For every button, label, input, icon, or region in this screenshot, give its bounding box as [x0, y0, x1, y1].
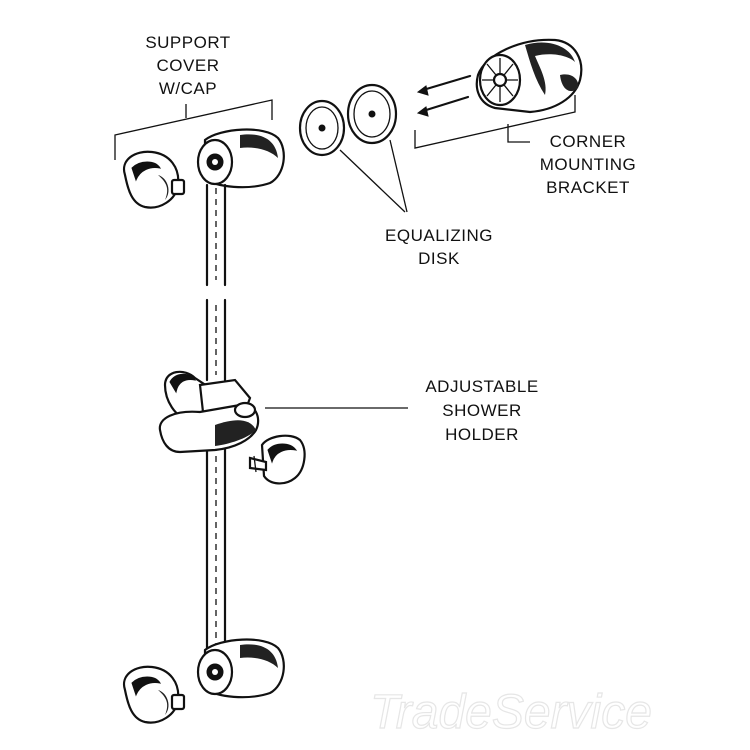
svg-text:ADJUSTABLE: ADJUSTABLE	[425, 377, 538, 396]
holder-clip	[248, 434, 306, 485]
label-equalizing-disk: EQUALIZING DISK	[385, 226, 493, 268]
svg-text:SUPPORT: SUPPORT	[145, 33, 230, 52]
corner-mounting-bracket	[475, 38, 583, 114]
svg-text:COVER: COVER	[157, 56, 220, 75]
svg-text:W/CAP: W/CAP	[159, 79, 217, 98]
svg-text:EQUALIZING: EQUALIZING	[385, 226, 493, 245]
top-support-cap	[122, 150, 186, 209]
support-cover-callout	[114, 99, 273, 160]
label-support-cover: SUPPORT COVER W/CAP	[145, 33, 230, 98]
equalizing-disk-callout	[339, 139, 408, 213]
svg-text:MOUNTING: MOUNTING	[540, 155, 637, 174]
svg-text:HOLDER: HOLDER	[445, 425, 519, 444]
top-support-mount	[196, 128, 285, 189]
svg-text:CORNER: CORNER	[550, 132, 627, 151]
bottom-support-mount	[196, 638, 285, 699]
mounting-screws	[416, 74, 472, 117]
adjustable-shower-holder	[158, 370, 260, 454]
equalizing-disk-2	[346, 83, 398, 145]
svg-text:BRACKET: BRACKET	[546, 178, 630, 197]
svg-text:SHOWER: SHOWER	[442, 401, 522, 420]
equalizing-disk-1	[298, 99, 346, 157]
label-corner-mounting-bracket: CORNER MOUNTING BRACKET	[540, 132, 637, 197]
slide-bar	[205, 183, 227, 657]
label-adjustable-shower-holder: ADJUSTABLE SHOWER HOLDER	[425, 377, 538, 444]
corner-bracket-callout	[414, 95, 576, 149]
bottom-support-cap	[122, 665, 186, 724]
svg-text:DISK: DISK	[418, 249, 460, 268]
watermark: TradeService	[370, 686, 652, 739]
